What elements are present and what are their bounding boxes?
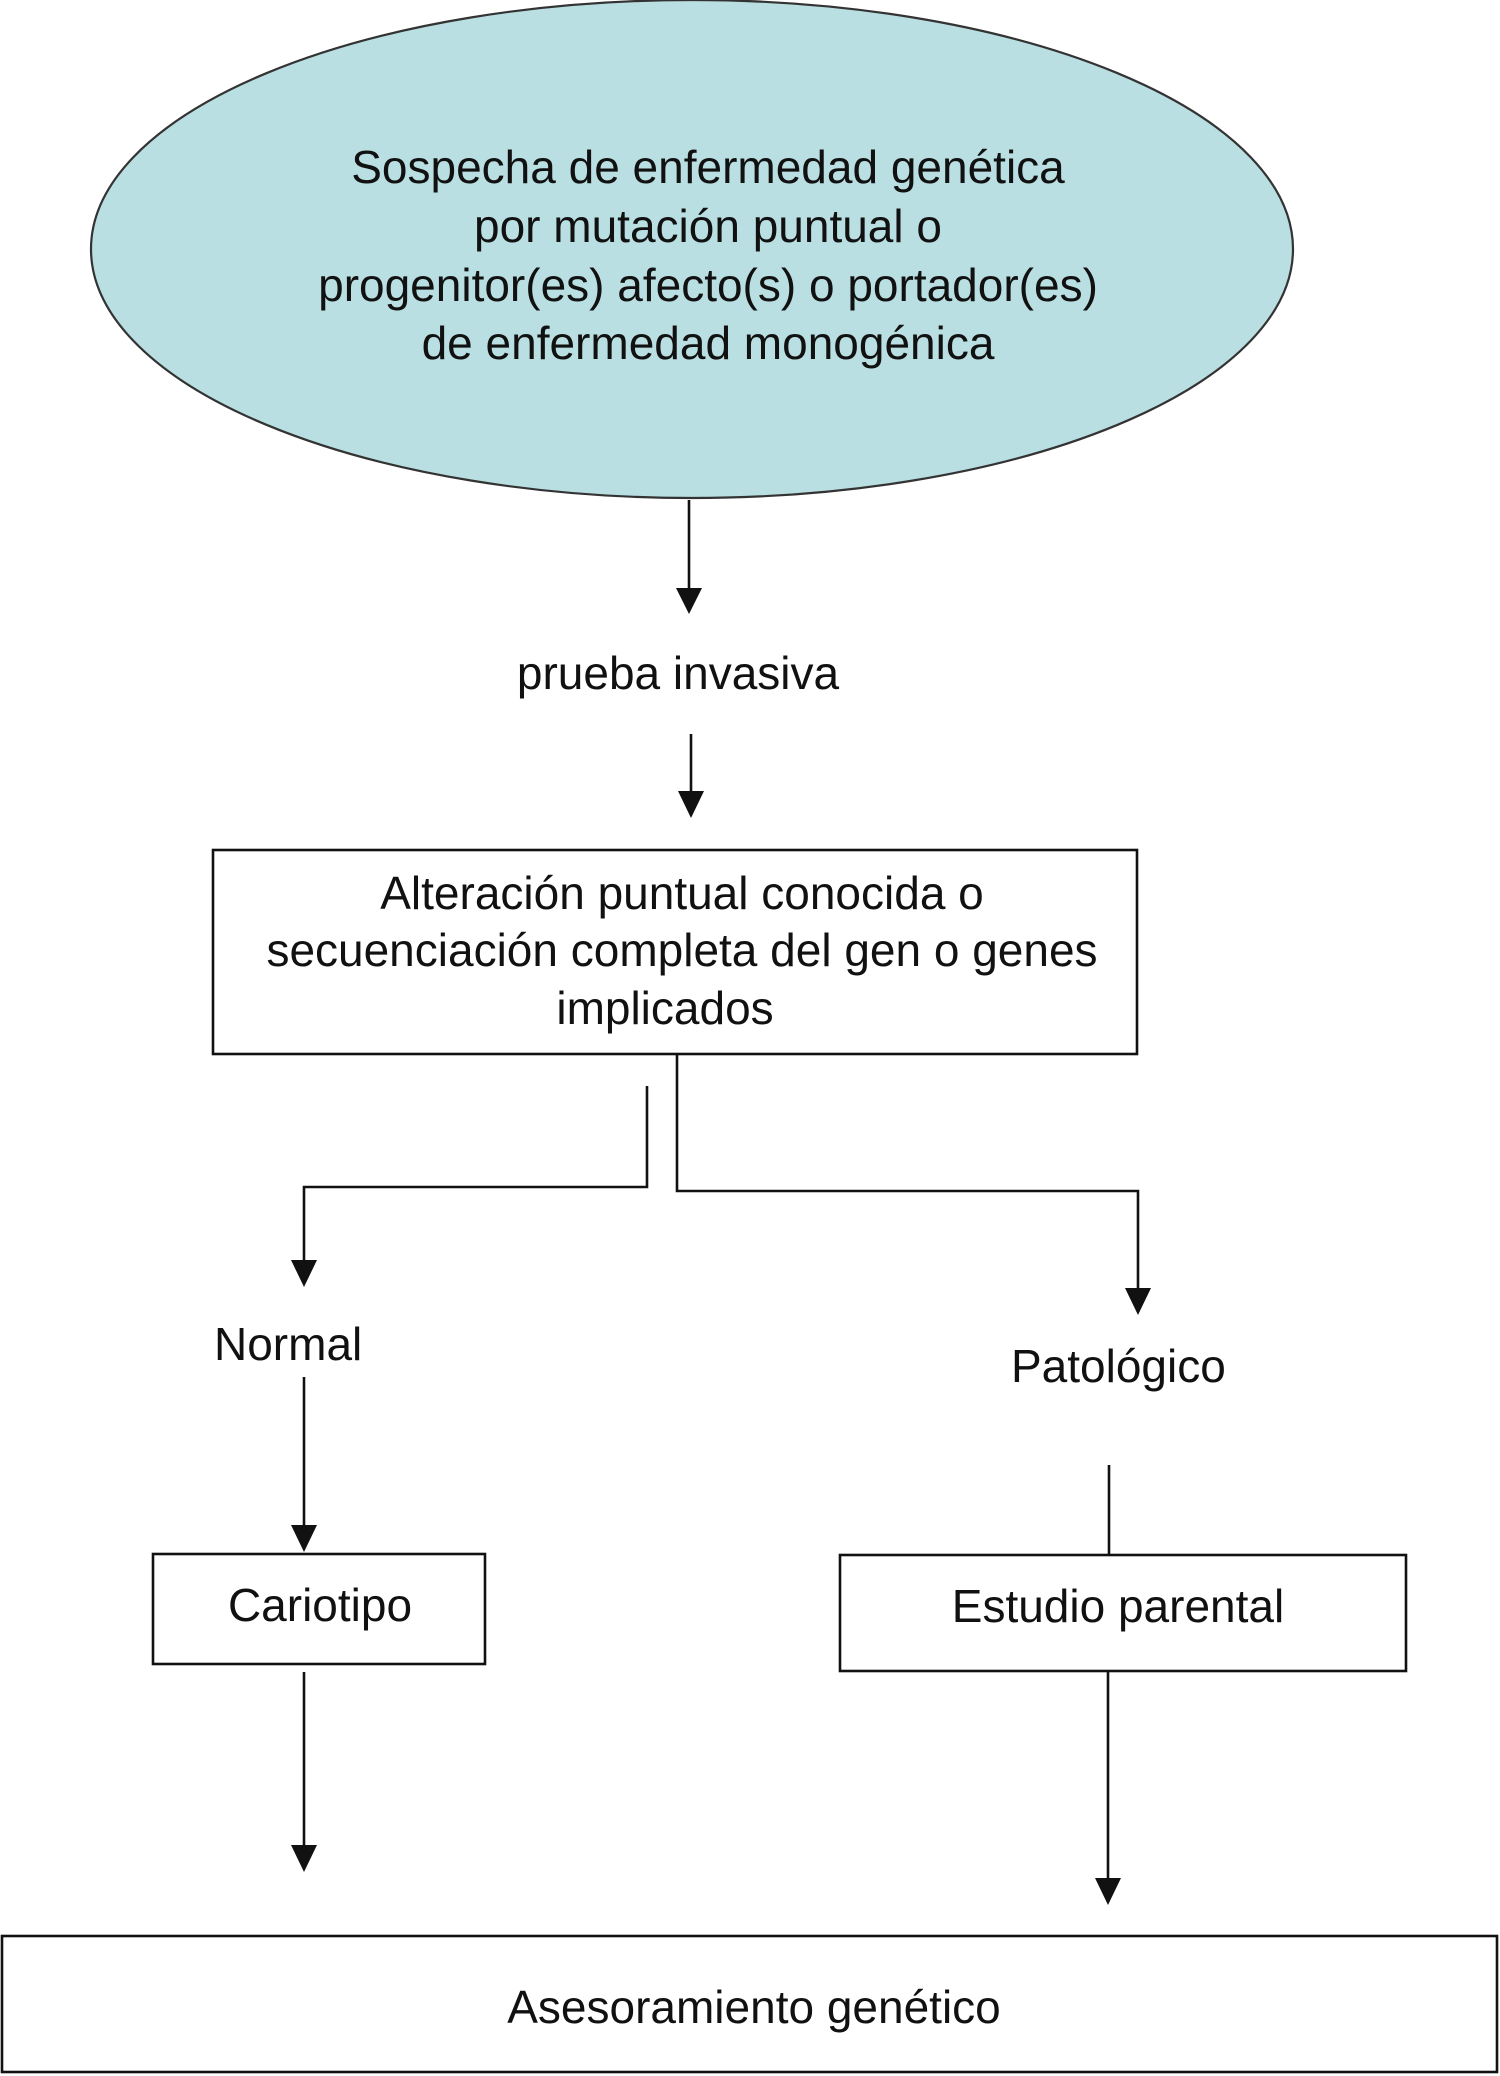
genetic-test-node: Alteración puntual conocida o secuenciac…	[211, 848, 1139, 1056]
start-node: Sospecha de enfermedad genética por muta…	[90, 0, 1294, 500]
start-node-line-3: progenitor(es) afecto(s) o portador(es)	[318, 259, 1098, 311]
genetic-test-line-3: implicados	[556, 982, 773, 1034]
normal-result-label: Normal	[214, 1318, 362, 1370]
arrow-karyotype-to-counseling	[291, 1672, 317, 1872]
arrow-invasive-to-test	[678, 734, 704, 818]
karyotype-node: Cariotipo	[151, 1552, 487, 1666]
start-node-line-1: Sospecha de enfermedad genética	[351, 141, 1065, 193]
parental-study-label: Estudio parental	[952, 1580, 1284, 1632]
genetic-test-line-2: secuenciación completa del gen o genes	[266, 924, 1097, 976]
pathologic-result-label: Patológico	[1011, 1340, 1226, 1392]
arrow-test-to-pathologic	[675, 1054, 1151, 1315]
karyotype-box	[151, 1552, 487, 1666]
genetic-counseling-label: Asesoramiento genético	[507, 1981, 1001, 2033]
genetic-counseling-node: Asesoramiento genético	[0, 1934, 1499, 2074]
genetic-test-box	[211, 848, 1139, 1056]
start-ellipse	[90, 0, 1294, 500]
arrow-normal-to-karyotype	[291, 1377, 317, 1552]
parental-study-node: Estudio parental	[838, 1553, 1408, 1673]
arrow-parental-to-counseling	[1095, 1672, 1121, 1905]
arrow-start-to-invasive	[676, 500, 702, 614]
start-node-line-4: de enfermedad monogénica	[422, 317, 995, 369]
arrow-test-to-normal	[291, 1086, 649, 1287]
invasive-test-label: prueba invasiva	[517, 647, 840, 699]
genetic-test-line-1: Alteración puntual conocida o	[380, 867, 984, 919]
genetic-counseling-box	[0, 1934, 1499, 2074]
start-node-line-2: por mutación puntual o	[474, 200, 942, 252]
karyotype-label: Cariotipo	[228, 1579, 412, 1631]
parental-study-box	[838, 1553, 1408, 1673]
